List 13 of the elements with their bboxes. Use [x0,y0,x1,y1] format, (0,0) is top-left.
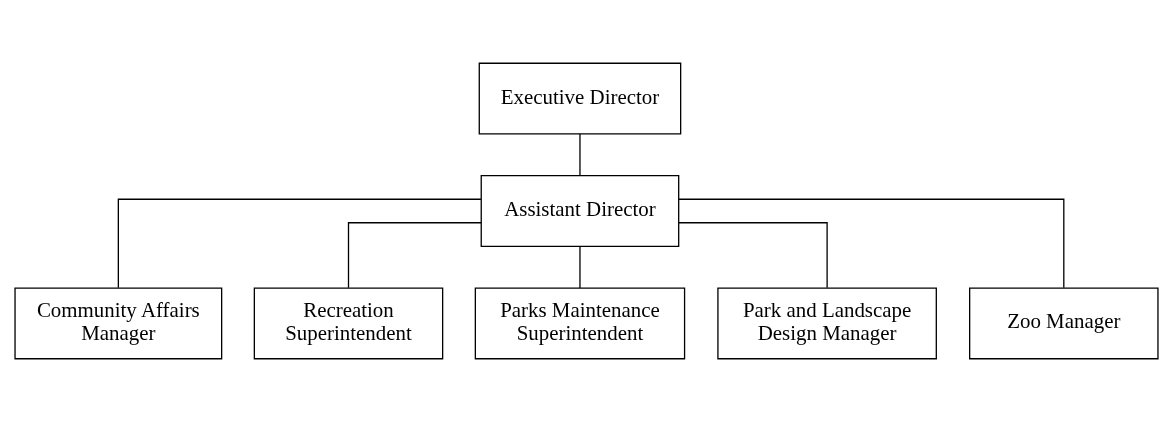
node-box: Zoo Manager [969,287,1159,359]
node-box: Parks Maintenance Superintendent [474,287,686,359]
node-box: Community Affairs Manager [14,287,223,359]
connector [678,198,1065,289]
connector [579,132,581,176]
connector [347,221,482,288]
connector [579,245,581,289]
node-box: Park and Landscape Design Manager [717,287,937,359]
connector [117,198,482,289]
node-box: Recreation Superintendent [253,287,444,359]
node-box: Executive Director [478,62,682,134]
node-box: Assistant Director [480,174,680,247]
connector [678,221,828,288]
